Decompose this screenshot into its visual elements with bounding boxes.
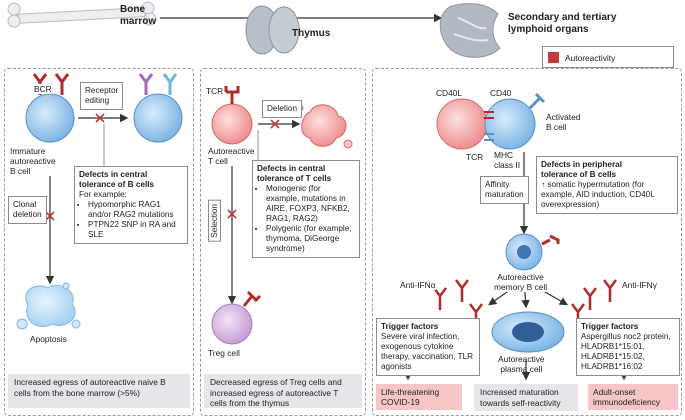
peripheral-defects-body: ↑ somatic hypermutation (for example, AI… bbox=[541, 180, 655, 209]
bone-icon bbox=[7, 1, 157, 28]
t-cell-b-cell-interaction bbox=[436, 92, 546, 150]
thymus-label: Thymus bbox=[292, 28, 331, 39]
deletion-label: Deletion bbox=[262, 100, 303, 118]
lymph-node-icon bbox=[439, 3, 501, 58]
b-central-defects-box: Defects in central tolerance of B cells … bbox=[74, 166, 188, 244]
apoptotic-cell bbox=[16, 282, 81, 330]
legend-swatch bbox=[548, 52, 559, 63]
panel-peripheral bbox=[372, 68, 682, 416]
trigger-left-body: Severe viral infection, exogenous cytoki… bbox=[381, 332, 474, 371]
trigger-right-body: Aspergillus noc2 protein, HLADRB1*15:01,… bbox=[581, 332, 671, 371]
plasma-cell-label: Autoreactive plasma cell bbox=[498, 354, 545, 374]
plasma-cell bbox=[491, 311, 565, 353]
treg-cell bbox=[211, 290, 262, 345]
secondary-lymphoid-label: Secondary and tertiary lymphoid organs bbox=[508, 12, 617, 35]
cross-mark bbox=[95, 113, 105, 123]
selection-label: Selection bbox=[208, 200, 221, 242]
tcr-peripheral-label: TCR bbox=[466, 152, 484, 162]
memory-b-cell bbox=[505, 233, 560, 271]
treg-cell-label: Treg cell bbox=[208, 348, 240, 358]
panel-bone-marrow bbox=[4, 68, 194, 416]
anti-ifna-label: Anti-IFNα bbox=[400, 280, 436, 290]
t-central-defect-item: Polygenic (for example, thymoma, DiGeorg… bbox=[266, 224, 355, 254]
trigger-left-box: Trigger factors Severe viral infection, … bbox=[376, 318, 480, 376]
autoreactive-t-cell bbox=[211, 86, 253, 145]
bone-marrow-label: Bone marrow bbox=[120, 4, 157, 27]
tcr-label: TCR bbox=[206, 86, 224, 96]
outcome-immunodeficiency: Adult-onset immunodeficiency bbox=[588, 384, 678, 410]
immature-b-cell-label: Immature autoreactive B cell bbox=[10, 146, 56, 176]
cross-mark bbox=[227, 209, 237, 219]
thymus-icon bbox=[245, 5, 300, 55]
outcome-maturation: Increased maturation towards self-reacti… bbox=[474, 384, 578, 411]
anti-ifng-label: Anti-IFNγ bbox=[622, 280, 657, 290]
b-central-defects-title: Defects in central tolerance of B cells bbox=[79, 170, 155, 189]
memory-b-cell-label: Autoreactive memory B cell bbox=[494, 272, 548, 292]
trigger-right-title: Trigger factors bbox=[581, 322, 639, 331]
clonal-deletion-label: Clonal deletion bbox=[8, 196, 47, 224]
panel-thymus bbox=[200, 68, 366, 416]
receptor-editing-label: Receptor editing bbox=[80, 82, 124, 110]
t-central-defect-item: Monogenic (for example, mutations in AIR… bbox=[266, 184, 355, 224]
peripheral-defects-box: Defects in peripheral tolerance of B cel… bbox=[536, 156, 678, 214]
b-central-defects-intro: For example: bbox=[79, 190, 127, 199]
peripheral-defects-title: Defects in peripheral tolerance of B cel… bbox=[541, 160, 622, 179]
thymus-footer: Decreased egress of Treg cells and incre… bbox=[204, 374, 362, 408]
bone-marrow-footer: Increased egress of autoreactive naive B… bbox=[8, 374, 190, 408]
trigger-right-box: Trigger factors Aspergillus noc2 protein… bbox=[576, 318, 680, 376]
legend-label: Autoreactivity bbox=[565, 53, 616, 63]
affinity-maturation-label: Affinity maturation bbox=[480, 176, 529, 204]
legend-box bbox=[542, 46, 674, 68]
t-central-defects-title: Defects in central tolerance of T cells bbox=[257, 164, 332, 183]
b-central-defect-item: Hypomorphic RAG1 and/or RAG2 mutations bbox=[88, 200, 183, 220]
activated-b-cell-label: Activated B cell bbox=[546, 112, 581, 132]
cd40-label: CD40 bbox=[490, 88, 512, 98]
apoptosis-label: Apoptosis bbox=[30, 334, 67, 344]
outcome-covid: Life-threatening COVID-19 bbox=[376, 384, 462, 410]
mhc-class-ii-label: MHC class II bbox=[494, 150, 521, 170]
cross-mark bbox=[45, 211, 55, 221]
t-central-defects-box: Defects in central tolerance of T cells … bbox=[252, 160, 360, 258]
autoreactive-t-cell-label: Autoreactive T cell bbox=[208, 146, 255, 166]
trigger-left-title: Trigger factors bbox=[381, 322, 439, 331]
bcr-label: BCR bbox=[34, 84, 52, 94]
edited-b-cell bbox=[133, 73, 183, 143]
cd40l-label: CD40L bbox=[436, 88, 463, 98]
cross-mark bbox=[270, 119, 280, 129]
b-central-defect-item: PTPN22 SNP in RA and SLE bbox=[88, 220, 183, 240]
